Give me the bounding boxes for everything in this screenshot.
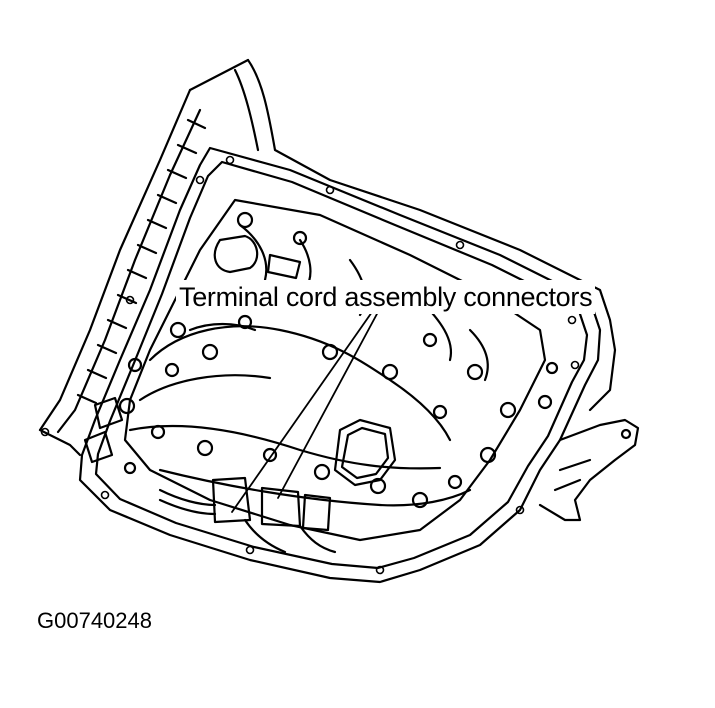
- mounting-bracket: [538, 418, 640, 522]
- terminal-cord-connectors: [83, 234, 337, 554]
- pan-flange: [78, 146, 602, 584]
- figure-id: G00740248: [37, 608, 152, 633]
- callout-leader-lines: [231, 311, 379, 513]
- flange-holes: [40, 155, 580, 575]
- valve-body-bolts: [118, 211, 559, 509]
- callout-label: Terminal cord assembly connectors: [176, 280, 596, 314]
- transmission-case: [38, 58, 617, 457]
